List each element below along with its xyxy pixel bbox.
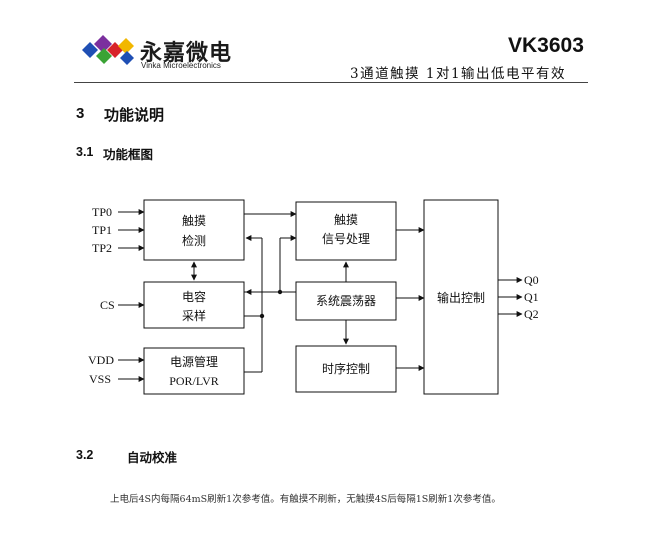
touch-detect-label-1: 触摸 (182, 214, 206, 228)
document-subtitle: 3通道触摸 1对1输出低电平有效 (350, 66, 567, 82)
touch-signal-block (295, 201, 397, 261)
pin-q1: Q1 (524, 290, 539, 304)
touch-detect-block (143, 199, 245, 261)
subsection-title: 功能框图 (103, 147, 154, 162)
timing-ctrl-block (295, 345, 397, 393)
document-code: VK3603 (508, 34, 584, 57)
touch-signal-label-2: 信号处理 (322, 232, 370, 246)
section-title: 功能说明 (104, 106, 165, 124)
power-mgmt-label-2: POR/LVR (169, 374, 219, 388)
pin-vdd: VDD (88, 353, 114, 367)
oscillator-label: 系统震荡器 (316, 294, 376, 308)
header-divider (74, 82, 588, 83)
pin-cs: CS (100, 298, 115, 312)
cap-sample-label-2: 采样 (182, 308, 206, 323)
pin-tp0: TP0 (92, 205, 112, 219)
pin-tp1: TP1 (92, 223, 112, 237)
subsection-number: 3.1 (76, 145, 94, 159)
output-ctrl-label: 输出控制 (437, 290, 485, 305)
pin-q0: Q0 (524, 273, 539, 287)
pin-q2: Q2 (524, 307, 539, 321)
timing-ctrl-label: 时序控制 (322, 361, 370, 376)
pin-vss: VSS (89, 372, 111, 386)
section-number: 3 (76, 105, 85, 122)
calibration-description: 上电后4S内每隔64mS刷新1次参考值。有触摸不刷新，无触摸4S后每隔1S刷新1… (110, 494, 501, 505)
touch-detect-label-2: 检测 (182, 233, 206, 248)
company-logo-name: 永嘉微电 (140, 41, 233, 66)
subsection-title: 自动校准 (127, 450, 178, 465)
power-mgmt-block (143, 347, 245, 395)
touch-signal-label-1: 触摸 (334, 213, 358, 227)
pin-tp2: TP2 (92, 241, 112, 255)
subsection-number: 3.2 (76, 448, 94, 462)
power-mgmt-label-1: 电源管理 (170, 354, 218, 369)
company-logo-mark (82, 35, 134, 65)
cap-sample-label-1: 电容 (182, 289, 206, 304)
company-logo-subtitle: Vinka Microelectronics (141, 61, 221, 70)
